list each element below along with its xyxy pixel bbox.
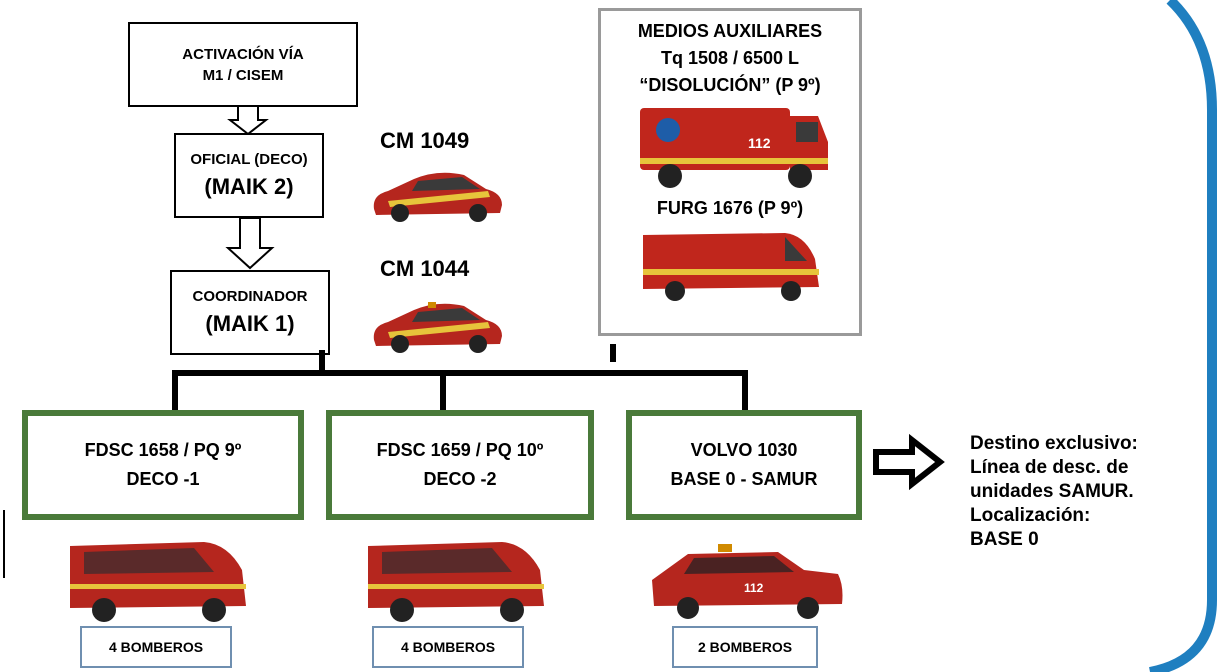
unit-2-line2: DECO -2	[423, 469, 497, 489]
medios-auxiliares-box: MEDIOS AUXILIARES Tq 1508 / 6500 L “DISO…	[598, 8, 862, 336]
svg-text:112: 112	[744, 581, 764, 595]
destino-line-2: Línea de desc. de	[970, 457, 1129, 478]
aux-connector	[610, 344, 616, 362]
oficial-line2: (MAIK 2)	[204, 174, 294, 199]
left-edge-mark	[0, 510, 5, 578]
destino-line-4: Localización:	[970, 505, 1091, 526]
tanker-truck-image: 112	[640, 108, 828, 188]
van-image-1659	[368, 542, 544, 622]
activation-box: ACTIVACIÓN VÍA M1 / CISEM	[128, 22, 358, 107]
unit-box-3: VOLVO 1030 BASE 0 - SAMUR	[626, 410, 862, 520]
aux-title: MEDIOS AUXILIARES	[637, 21, 823, 41]
destino-line-3: unidades SAMUR.	[970, 481, 1134, 502]
unit-3-line1: VOLVO 1030	[690, 440, 798, 460]
crew-label-3: 2 BOMBEROS	[672, 626, 818, 668]
destino-line-1: Destino exclusivo:	[970, 433, 1138, 454]
car-image-1044	[373, 302, 502, 353]
unit-3-line2: BASE 0 - SAMUR	[670, 469, 818, 489]
aux-tanker: Tq 1508 / 6500 L	[660, 48, 800, 68]
unit-1-line1: FDSC 1658 / PQ 9º	[84, 440, 242, 460]
aux-disolucion: “DISOLUCIÓN” (P 9º)	[639, 75, 821, 95]
svg-text:112: 112	[748, 135, 771, 151]
coordinador-box: COORDINADOR (MAIK 1)	[170, 270, 330, 355]
cm-1044-label: CM 1044	[380, 256, 470, 281]
crew-label-2: 4 BOMBEROS	[372, 626, 524, 668]
van-image-1658	[70, 542, 246, 622]
destino-line-5: BASE 0	[970, 529, 1039, 550]
unit-box-1: FDSC 1658 / PQ 9º DECO -1	[22, 410, 304, 520]
unit-box-2: FDSC 1659 / PQ 10º DECO -2	[326, 410, 594, 520]
horizontal-bus	[172, 370, 748, 376]
drop-right	[742, 370, 748, 412]
aux-furg: FURG 1676 (P 9º)	[656, 198, 804, 218]
oficial-line1: OFICIAL (DECO)	[190, 151, 308, 168]
unit-2-line1: FDSC 1659 / PQ 10º	[376, 440, 544, 460]
activation-line2: M1 / CISEM	[202, 66, 284, 84]
oficial-box: OFICIAL (DECO) (MAIK 2)	[174, 133, 324, 218]
coordinador-line1: COORDINADOR	[192, 288, 308, 305]
van-image	[643, 233, 819, 301]
destino-note: Destino exclusivo: Línea de desc. de uni…	[970, 432, 1138, 552]
coordinador-connector	[319, 350, 325, 374]
crew-label-1: 4 BOMBEROS	[80, 626, 232, 668]
right-arrow-icon	[873, 433, 945, 491]
car-image-1049	[373, 172, 502, 222]
down-arrow-1	[227, 105, 269, 136]
coordinador-line2: (MAIK 1)	[205, 311, 295, 336]
car-image-volvo-1030: 112	[652, 544, 843, 619]
unit-1-line2: DECO -1	[126, 469, 200, 489]
down-arrow-2	[225, 217, 275, 270]
activation-line1: ACTIVACIÓN VÍA	[182, 45, 304, 63]
drop-left	[172, 370, 178, 412]
drop-mid	[440, 370, 446, 412]
cm-1049-label: CM 1049	[380, 128, 470, 153]
